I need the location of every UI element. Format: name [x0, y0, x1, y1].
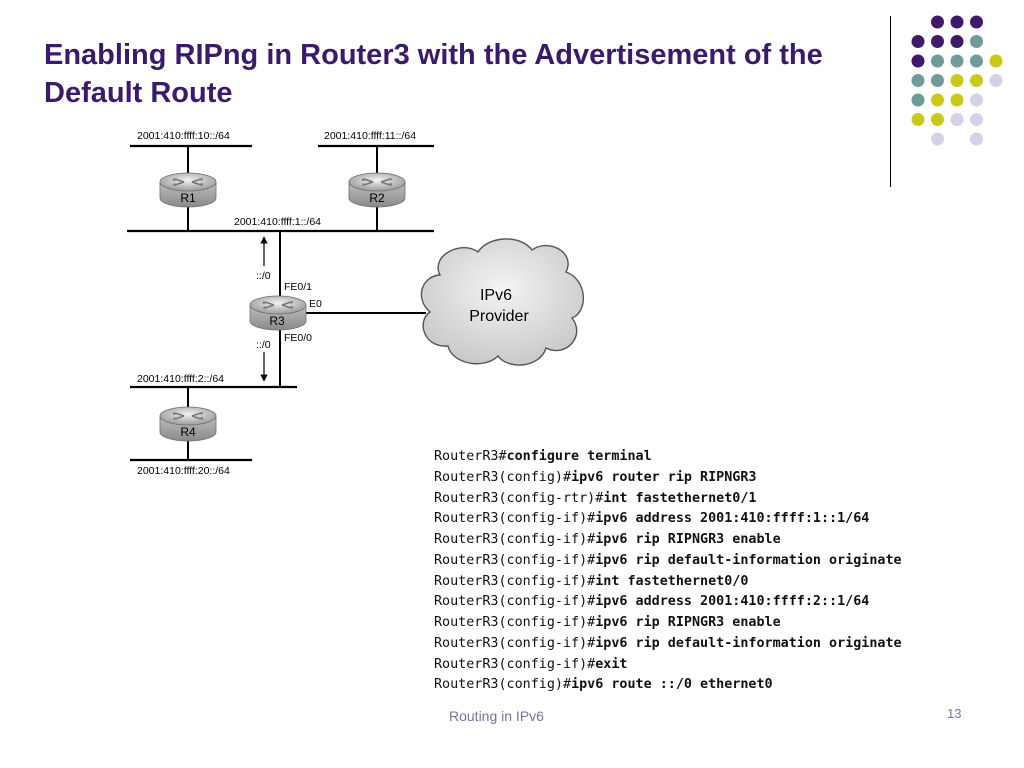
cli-line: RouterR3(config-if)#ipv6 rip RIPNGR3 ena… [434, 530, 902, 551]
decorative-dot [931, 15, 944, 29]
cli-line: RouterR3(config-if)#exit [434, 655, 902, 676]
default-route-down-label: ::/0 [256, 339, 271, 351]
r4-lan-label: 2001:410:ffff:20::/64 [137, 465, 230, 477]
decorative-dot [911, 74, 925, 87]
decorative-dot [970, 35, 983, 48]
decorative-dot [989, 74, 1003, 87]
cli-prompt: RouterR3(config)# [434, 677, 572, 693]
cli-command: int fastethernet0/0 [595, 573, 749, 589]
interface-fe00-label: FE0/0 [284, 332, 312, 344]
cli-command: ipv6 rip RIPNGR3 enable [595, 615, 781, 630]
page-number: 13 [947, 706, 962, 721]
router-r2-label: R2 [369, 191, 385, 205]
cli-line: RouterR3#configure terminal [434, 447, 902, 468]
cli-command: ipv6 rip default-information originate [595, 552, 902, 568]
cloud-label-line2: Provider [469, 308, 529, 325]
cloud-label-line1: IPv6 [480, 287, 512, 304]
decorative-dot [950, 74, 964, 87]
decorative-dot [950, 35, 964, 48]
decorative-dot [931, 35, 944, 48]
cli-command: ipv6 route ::/0 ethernet0 [571, 677, 773, 693]
decorative-dot [950, 93, 964, 107]
slide-footer: Routing in IPv6 [449, 708, 544, 724]
decorative-dot [970, 132, 983, 146]
decorative-dot-grid [911, 15, 1003, 146]
decorative-dot [931, 113, 944, 126]
interface-e0-label: E0 [309, 298, 322, 310]
cli-prompt: RouterR3(config-if)# [434, 615, 596, 630]
cli-line: RouterR3(config-if)#ipv6 address 2001:41… [434, 592, 902, 613]
decorative-dot [931, 132, 944, 146]
decorative-dot [931, 54, 944, 68]
decorative-dot [950, 15, 964, 29]
decorative-dot [911, 35, 925, 48]
router-r4-label: R4 [180, 425, 196, 439]
cli-line: RouterR3(config-if)#ipv6 rip RIPNGR3 ena… [434, 613, 902, 634]
decorative-dot [911, 54, 925, 68]
r1-lan-label: 2001:410:ffff:10::/64 [137, 130, 230, 142]
ipv6-provider-cloud [420, 238, 585, 366]
cli-prompt: RouterR3(config-if)# [434, 552, 596, 568]
r2-lan-label: 2001:410:ffff:11::/64 [324, 130, 416, 142]
interface-fe01-label: FE0/1 [284, 281, 312, 293]
cli-line: RouterR3(config-if)#ipv6 rip default-inf… [434, 551, 902, 572]
default-route-up-label: ::/0 [256, 270, 271, 282]
title-divider [890, 16, 891, 187]
decorative-dot [911, 93, 925, 107]
cli-command: exit [595, 656, 628, 672]
cli-prompt: RouterR3(config-rtr)# [434, 490, 604, 506]
cli-command: configure terminal [506, 449, 652, 464]
decorative-dot [911, 113, 925, 126]
slide-title: Enabling RIPng in Router3 with the Adver… [44, 39, 823, 109]
cli-prompt: RouterR3(config)# [434, 469, 572, 485]
decorative-dot [931, 74, 944, 87]
router-r3-label: R3 [269, 314, 285, 328]
cli-prompt: RouterR3(config-if)# [434, 656, 596, 672]
decorative-dot [970, 113, 983, 126]
cli-command: ipv6 rip RIPNGR3 enable [595, 532, 781, 547]
cli-prompt: RouterR3(config-if)# [434, 532, 596, 547]
lower-link-label: 2001:410:ffff:2::/64 [137, 373, 224, 385]
cli-command: ipv6 address 2001:410:ffff:1::1/64 [595, 511, 870, 527]
cli-line: RouterR3(config-if)#int fastethernet0/0 [434, 572, 902, 593]
cli-prompt: RouterR3(config-if)# [434, 594, 596, 610]
network-topology-diagram: 2001:410:ffff:10::/64 2001:410:ffff:11::… [127, 130, 585, 477]
decorative-dot [950, 113, 964, 126]
cli-command: ipv6 router rip RIPNGR3 [571, 469, 757, 485]
cli-line: RouterR3(config-if)#ipv6 rip default-inf… [434, 634, 902, 655]
router-r1-label: R1 [180, 191, 196, 205]
decorative-dot [970, 54, 983, 68]
cli-line: RouterR3(config)#ipv6 router rip RIPNGR3 [434, 468, 902, 489]
cli-configuration-listing: RouterR3#configure terminal RouterR3(con… [434, 447, 902, 696]
cli-command: ipv6 address 2001:410:ffff:2::1/64 [595, 594, 870, 610]
cli-prompt: RouterR3# [434, 449, 507, 464]
cli-prompt: RouterR3(config-if)# [434, 573, 596, 589]
cli-command: ipv6 rip default-information originate [595, 635, 902, 651]
cli-prompt: RouterR3(config-if)# [434, 635, 596, 651]
decorative-dot [970, 93, 983, 107]
decorative-dot [950, 54, 964, 68]
cli-command: int fastethernet0/1 [603, 490, 757, 506]
cli-prompt: RouterR3(config-if)# [434, 511, 596, 527]
decorative-dot [989, 54, 1003, 68]
decorative-dot [931, 93, 944, 107]
cli-line: RouterR3(config-rtr)#int fastethernet0/1 [434, 489, 902, 510]
cli-line: RouterR3(config-if)#ipv6 address 2001:41… [434, 509, 902, 530]
cli-line: RouterR3(config)#ipv6 route ::/0 etherne… [434, 675, 902, 696]
upper-link-label: 2001:410:ffff:1::/64 [234, 216, 321, 228]
decorative-dot [970, 15, 983, 29]
decorative-dot [970, 74, 983, 87]
